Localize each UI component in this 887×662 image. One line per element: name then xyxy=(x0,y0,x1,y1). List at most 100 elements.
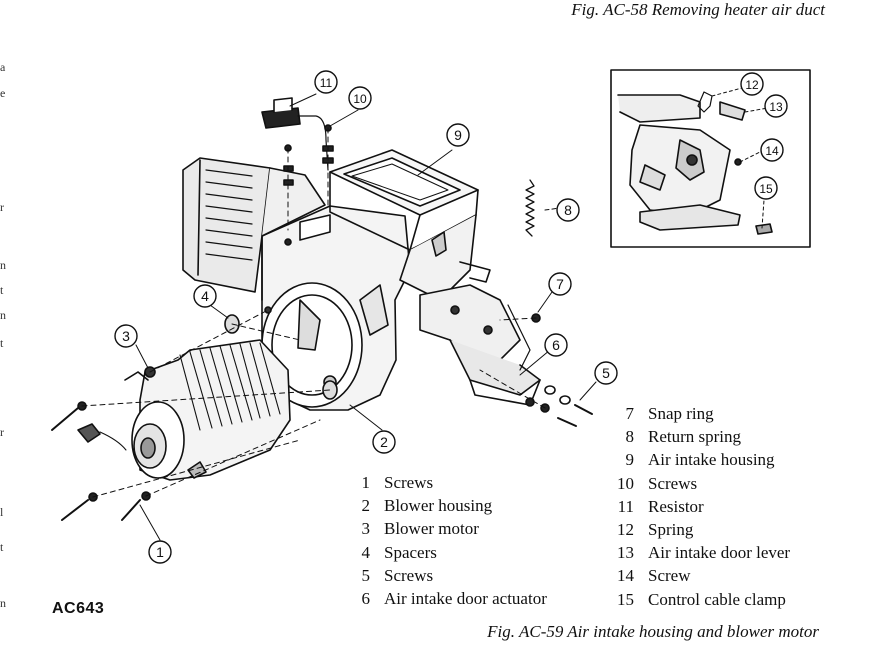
figure-caption-bottom: Fig. AC-59 Air intake housing and blower… xyxy=(487,622,819,641)
margin-char: n xyxy=(0,308,6,322)
callout-5-circle xyxy=(594,361,618,385)
margin-char: l xyxy=(0,505,4,519)
legend-text: Spacers xyxy=(384,542,437,562)
callout-labels: 1 2 3 4 5 6 7 8 9 10 11 12 13 14 15 xyxy=(122,76,783,560)
legend-text: Air intake door lever xyxy=(648,543,791,563)
callout-10-circle xyxy=(348,86,372,110)
heater-duct-drawing xyxy=(182,157,331,293)
callout-3-circle xyxy=(114,324,138,348)
legend-number: 2 xyxy=(361,496,371,516)
return-spring-drawing xyxy=(525,179,561,237)
legend-number: 12 xyxy=(617,520,634,540)
legend-item: 6 Air intake door actuator xyxy=(344,587,547,610)
margin-char: t xyxy=(0,283,4,297)
callout-1-circle xyxy=(148,540,172,564)
callout-8-label: 8 xyxy=(564,202,572,218)
legend-item: 1 Screws xyxy=(344,471,547,494)
legend-item: 3 Blower motor xyxy=(344,517,547,540)
callout-6-circle xyxy=(544,333,568,357)
legend-text: Spring xyxy=(648,520,694,540)
legend-text: Blower motor xyxy=(384,519,479,539)
margin-char: a xyxy=(0,60,6,74)
legend-item: 12 Spring xyxy=(600,518,790,541)
callout-2-circle xyxy=(372,430,396,454)
callout-11-circle xyxy=(314,70,338,94)
callout-13-label: 13 xyxy=(769,100,783,114)
legend-text: Blower housing xyxy=(384,496,493,516)
legend-item: 10 Screws xyxy=(600,472,790,495)
blower-motor-drawing xyxy=(124,339,291,481)
legend-item: 13 Air intake door lever xyxy=(600,541,790,564)
legend-item: 4 Spacers xyxy=(344,541,547,564)
margin-char: n xyxy=(0,258,6,272)
legend-number: 15 xyxy=(617,589,634,609)
legend-text: Screw xyxy=(648,566,691,586)
margin-char: n xyxy=(0,596,6,610)
air-intake-housing-drawing xyxy=(329,149,491,301)
legend-item: 5 Screws xyxy=(344,564,547,587)
legend-text: Snap ring xyxy=(648,404,714,423)
callout-7-label: 7 xyxy=(556,276,564,292)
callout-3-label: 3 xyxy=(122,328,130,344)
legend-number: 11 xyxy=(617,496,634,516)
callout-6-label: 6 xyxy=(552,337,560,353)
callout-7-circle xyxy=(548,272,572,296)
margin-char: t xyxy=(0,336,4,350)
callout-12-circle xyxy=(740,72,764,96)
actuator-drawing xyxy=(419,284,541,406)
legend-item: 2 Blower housing xyxy=(344,494,547,517)
legend-number: 13 xyxy=(617,543,634,563)
margin-char: e xyxy=(0,86,6,100)
margin-char: r xyxy=(0,200,4,214)
legend-item: 9 Air intake housing xyxy=(600,448,790,471)
legend-item: 15 Control cable clamp xyxy=(600,588,790,611)
legend-number: 9 xyxy=(625,450,635,470)
callout-15-label: 15 xyxy=(759,182,773,196)
legend-item: 11 Resistor xyxy=(600,495,790,518)
callout-12-label: 12 xyxy=(745,78,759,92)
callout-2-label: 2 xyxy=(380,434,388,450)
explosion-lines xyxy=(81,127,546,498)
blower-housing-drawing xyxy=(261,205,411,411)
legend-number: 1 xyxy=(361,473,371,492)
callout-4-label: 4 xyxy=(201,288,209,304)
legend-text: Air intake door actuator xyxy=(384,589,547,609)
legend-number: 3 xyxy=(361,519,371,539)
margin-char: r xyxy=(0,425,4,439)
legend-number: 6 xyxy=(361,589,371,609)
legend-number: 4 xyxy=(361,542,371,562)
callout-15-circle xyxy=(754,176,778,200)
legend-text: Screws xyxy=(384,473,434,492)
margin-char: t xyxy=(0,540,4,554)
figure-caption-top: Fig. AC-58 Removing heater air duct xyxy=(571,0,825,19)
callout-4-circle xyxy=(193,284,217,308)
legend-text: Screws xyxy=(384,565,434,585)
legend-text: Resistor xyxy=(648,496,704,516)
motor-connector-drawing xyxy=(77,423,127,451)
legend-text: Control cable clamp xyxy=(648,589,786,609)
callout-8-circle xyxy=(556,198,580,222)
callout-11-label: 11 xyxy=(320,76,333,90)
legend-number: 14 xyxy=(617,566,634,586)
callout-9-circle xyxy=(446,123,470,147)
callout-13-circle xyxy=(764,94,788,118)
legend-number: 8 xyxy=(625,427,635,447)
drawing-code: AC643 xyxy=(52,600,105,617)
legend-number: 10 xyxy=(617,473,634,493)
callout-10-label: 10 xyxy=(353,92,367,106)
legend-text: Screws xyxy=(648,473,698,493)
leader-lines xyxy=(135,93,597,541)
callout-14-circle xyxy=(760,138,784,162)
legend-text: Air intake housing xyxy=(648,450,775,470)
callout-1-label: 1 xyxy=(156,544,164,560)
callout-14-label: 14 xyxy=(765,144,779,158)
legend-number: 5 xyxy=(361,565,371,585)
callout-9-label: 9 xyxy=(454,127,462,143)
resistor-drawing xyxy=(261,97,329,171)
screws-1-drawing xyxy=(51,401,151,521)
